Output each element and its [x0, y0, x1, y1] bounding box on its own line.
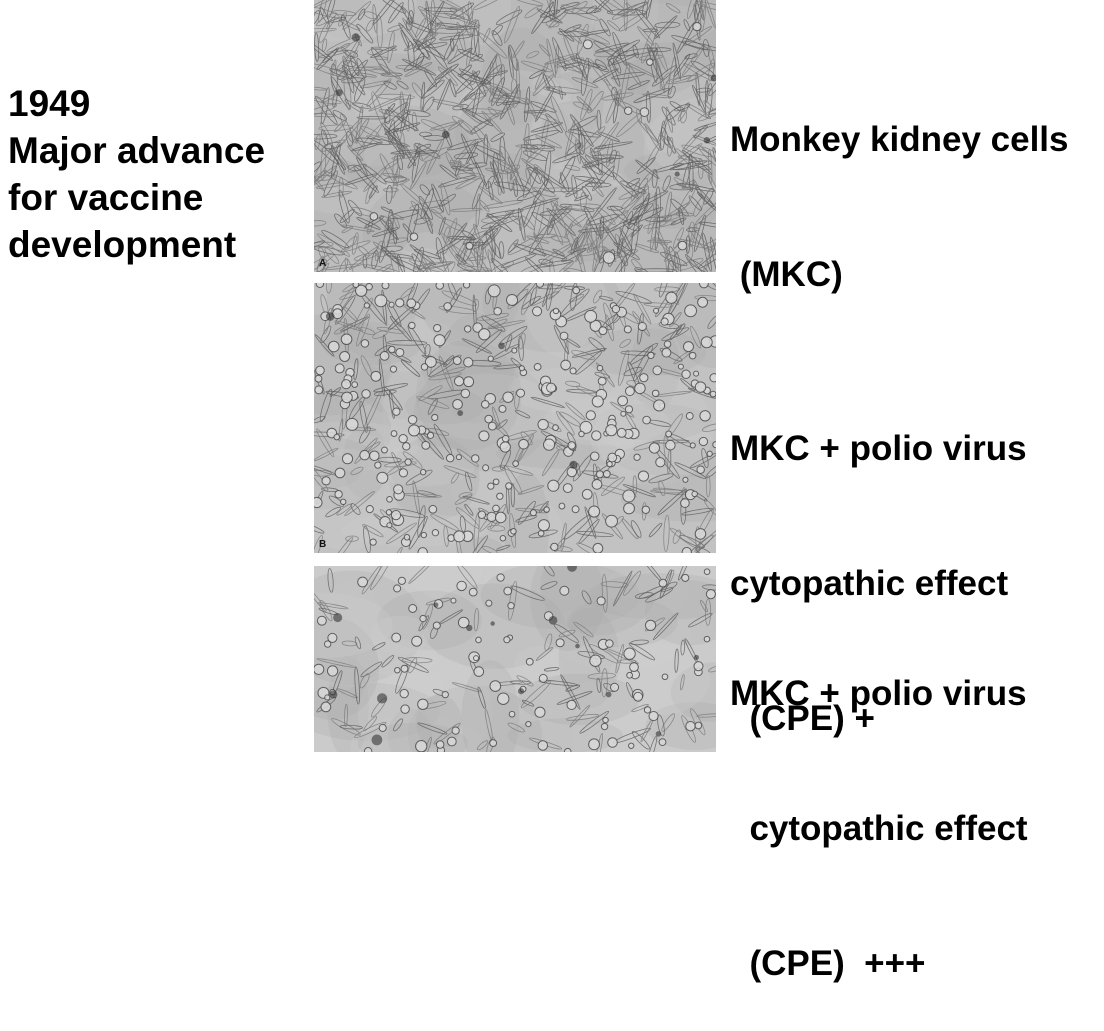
- micrograph-normal-cells: A: [314, 0, 716, 272]
- heading-line-4: development: [8, 224, 237, 265]
- heading: 1949 Major advance for vaccine developme…: [8, 80, 308, 268]
- micrograph-normal-cells-image: [314, 0, 716, 272]
- micrograph-cpe-moderate: B: [314, 283, 716, 553]
- caption-line: Monkey kidney cells: [730, 120, 1069, 159]
- caption-line: cytopathic effect: [730, 564, 1009, 603]
- caption-cpe-moderate: MKC + polio virus cytopathic effect (CPE…: [730, 336, 1027, 786]
- panel-letter-a: A: [319, 258, 327, 269]
- micrograph-cpe-moderate-image: [314, 283, 716, 553]
- caption-cpe-severe: MKC + polio virus cytopathic effect (CPE…: [730, 581, 1028, 1031]
- micrograph-cpe-severe: [314, 566, 716, 752]
- caption-line: (CPE) +++: [730, 944, 926, 983]
- caption-line: MKC + polio virus: [730, 429, 1027, 468]
- caption-line: (MKC): [730, 255, 843, 294]
- heading-line-3: for vaccine: [8, 177, 204, 218]
- caption-line: (CPE) +: [730, 699, 875, 738]
- caption-line: cytopathic effect: [730, 809, 1028, 848]
- caption-normal-cells: Monkey kidney cells (MKC): [730, 27, 1068, 342]
- panel-letter-b: B: [319, 539, 327, 550]
- caption-line: MKC + polio virus: [730, 674, 1027, 713]
- micrograph-cpe-severe-image: [314, 566, 716, 752]
- heading-year: 1949: [8, 83, 91, 124]
- heading-line-2: Major advance: [8, 130, 266, 171]
